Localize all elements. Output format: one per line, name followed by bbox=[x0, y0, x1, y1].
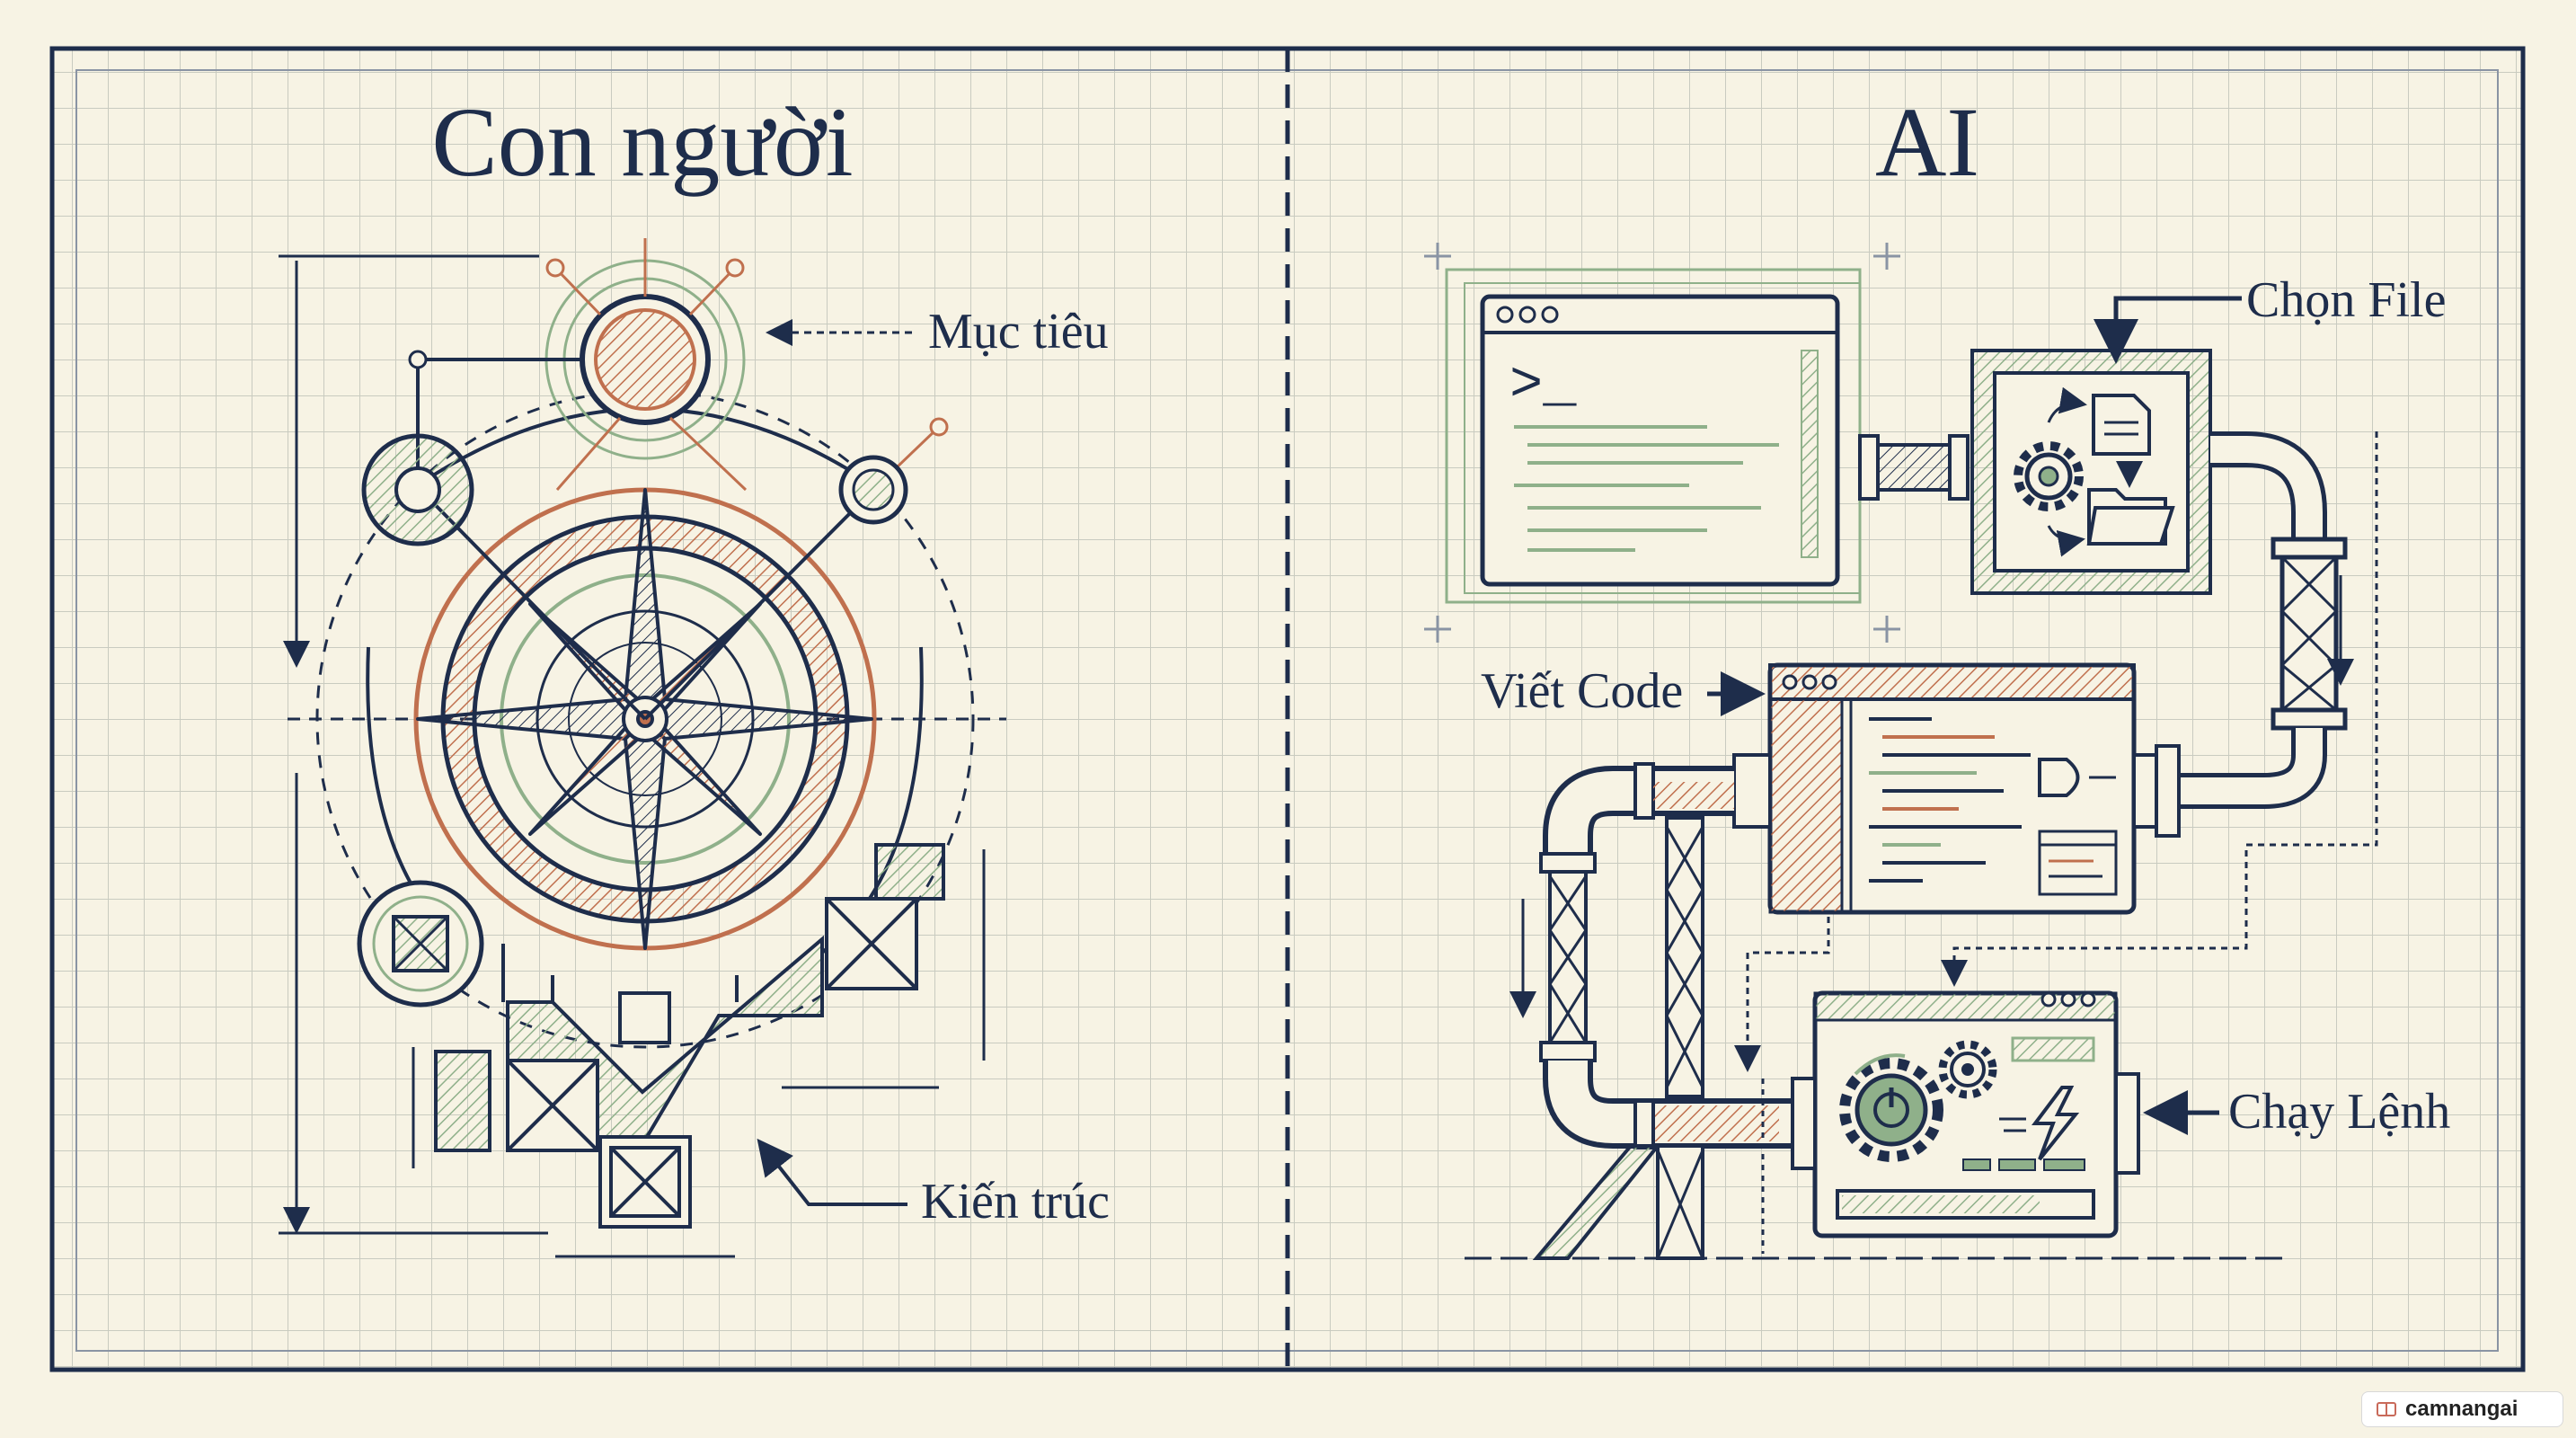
book-icon bbox=[2377, 1402, 2396, 1416]
watermark-text: camnangai bbox=[2405, 1397, 2518, 1421]
terminal-window: >_ bbox=[1424, 243, 1900, 643]
left-title: Con người bbox=[431, 87, 853, 197]
compass-diagram bbox=[279, 238, 1006, 1258]
folder-icon bbox=[2086, 488, 2175, 546]
label-architecture: Kiến trúc bbox=[921, 1174, 1110, 1229]
lightning-icon bbox=[2032, 1086, 2080, 1161]
code-editor-window bbox=[1732, 662, 2181, 915]
pipe-left bbox=[1465, 762, 2291, 1260]
label-choose-file: Chọn File bbox=[2246, 272, 2446, 328]
watermark-badge[interactable]: camnangai bbox=[2361, 1391, 2563, 1427]
file-icon bbox=[2092, 394, 2151, 456]
architecture-blocks bbox=[434, 843, 945, 1229]
power-icon bbox=[1839, 1058, 1943, 1162]
gear-icon bbox=[1938, 1040, 1997, 1099]
file-chooser-box bbox=[1970, 349, 2212, 595]
label-run-command: Chạy Lệnh bbox=[2228, 1084, 2450, 1140]
terminal-icon: >_ bbox=[1509, 353, 1577, 417]
label-write-code: Viết Code bbox=[1481, 663, 1683, 719]
run-command-box bbox=[1791, 990, 2140, 1238]
gear-icon bbox=[2014, 441, 2084, 511]
right-title: AI bbox=[1875, 87, 1979, 197]
label-goal: Mục tiêu bbox=[928, 304, 1109, 360]
ai-pipeline-diagram: >_ bbox=[1424, 243, 2378, 1260]
